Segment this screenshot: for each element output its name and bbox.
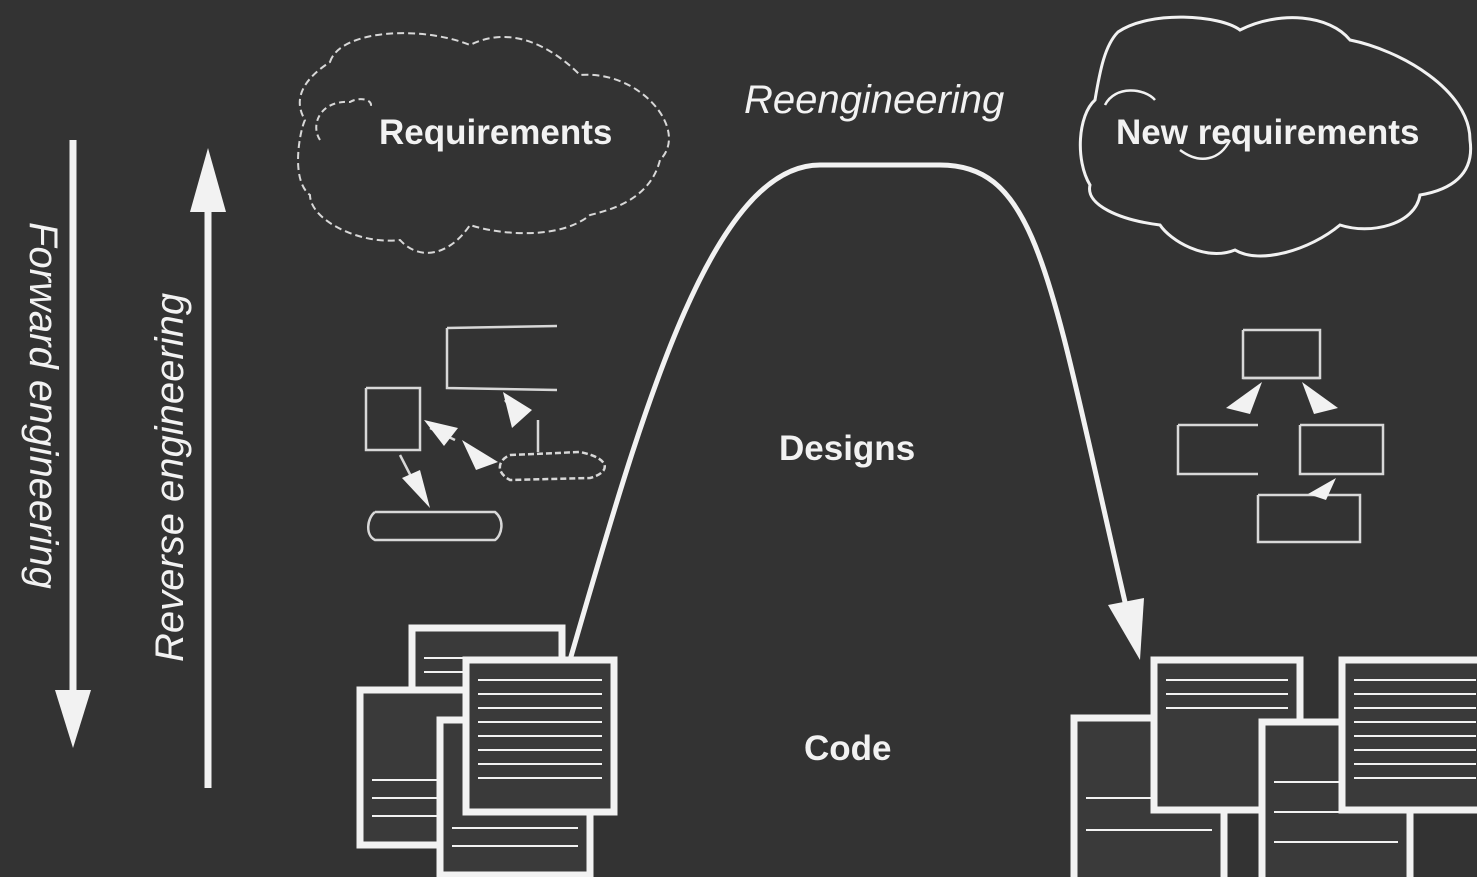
old-design-box-bottom <box>367 510 503 542</box>
reengineering-curve <box>567 162 1131 661</box>
old-design-box-top <box>445 324 558 392</box>
forward-engineering-label: Forward engineering <box>21 222 65 589</box>
new-requirements-cloud <box>1078 15 1473 258</box>
old-design-diagram <box>364 324 606 542</box>
old-design-box-right <box>498 450 606 482</box>
requirements-label: Requirements <box>379 113 612 152</box>
reverse-engineering-arrow <box>190 148 226 788</box>
code-label: Code <box>804 729 892 768</box>
new-design-diagram <box>1176 328 1385 544</box>
new-code-pages <box>1070 656 1477 877</box>
new-requirements-cloud-inner <box>1103 89 1232 160</box>
old-design-arrows <box>402 392 532 508</box>
code-page <box>1338 656 1477 814</box>
reverse-engineering-label: Reverse engineering <box>148 293 192 662</box>
new-design-box-right <box>1298 423 1385 476</box>
new-design-box-top <box>1241 328 1322 380</box>
requirements-cloud-inner <box>315 98 372 141</box>
requirements-cloud <box>297 32 670 254</box>
old-code-pages <box>356 624 618 877</box>
designs-label: Designs <box>779 429 915 468</box>
new-design-arrows <box>1226 382 1338 500</box>
new-design-box-left <box>1176 423 1258 476</box>
forward-engineering-arrow <box>55 140 91 748</box>
old-design-box-left <box>364 386 422 452</box>
new-requirements-label: New requirements <box>1116 113 1419 152</box>
code-page <box>462 656 618 816</box>
new-design-box-bottom <box>1256 493 1362 544</box>
reengineering-arrowhead <box>1108 598 1144 660</box>
reengineering-label: Reengineering <box>744 78 1004 122</box>
